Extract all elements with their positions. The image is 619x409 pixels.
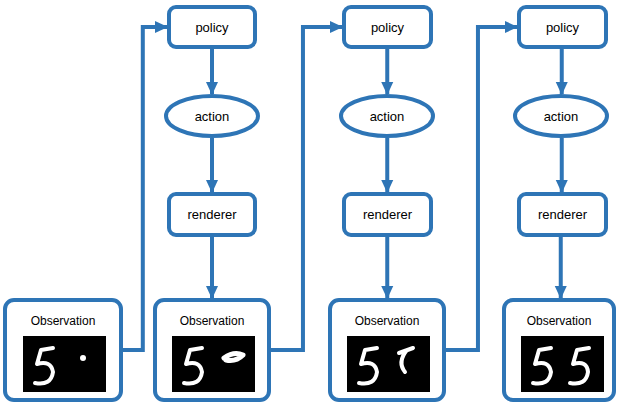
action-ellipse: action [513, 94, 609, 138]
flow-arrow [385, 49, 389, 94]
digit-image [23, 336, 106, 392]
node-label: policy [371, 20, 404, 35]
node-label: Observation [180, 314, 245, 328]
flow-arrow [210, 237, 214, 298]
process-box: policy [342, 5, 433, 49]
digit-image [521, 336, 604, 392]
flow-arrow [560, 49, 564, 94]
node-label: action [544, 109, 579, 124]
node-label: action [195, 109, 230, 124]
flow-arrow [559, 237, 563, 298]
digit-image [347, 336, 430, 392]
node-label: Observation [31, 314, 96, 328]
flow-arrow [560, 138, 564, 192]
observation-box: Observation [328, 298, 446, 402]
node-label: action [370, 109, 405, 124]
node-label: policy [546, 20, 579, 35]
node-label: Observation [355, 314, 420, 328]
node-label: renderer [363, 207, 412, 222]
node-label: renderer [538, 207, 587, 222]
flow-arrow [385, 237, 389, 298]
action-ellipse: action [339, 94, 435, 138]
process-box: renderer [342, 192, 433, 237]
digit-image [172, 336, 255, 392]
flow-arrow [385, 138, 389, 192]
process-box: policy [517, 5, 608, 49]
process-box: policy [167, 5, 257, 49]
observation-box: Observation [502, 298, 616, 402]
node-label: renderer [187, 207, 236, 222]
observation-box: Observation [153, 298, 271, 402]
process-box: renderer [167, 192, 257, 237]
action-ellipse: action [164, 94, 260, 138]
node-label: Observation [527, 314, 592, 328]
flow-arrow [210, 138, 214, 192]
flow-arrow [210, 49, 214, 94]
node-label: policy [195, 20, 228, 35]
observation-box: Observation [3, 298, 123, 402]
process-box: renderer [517, 192, 608, 237]
